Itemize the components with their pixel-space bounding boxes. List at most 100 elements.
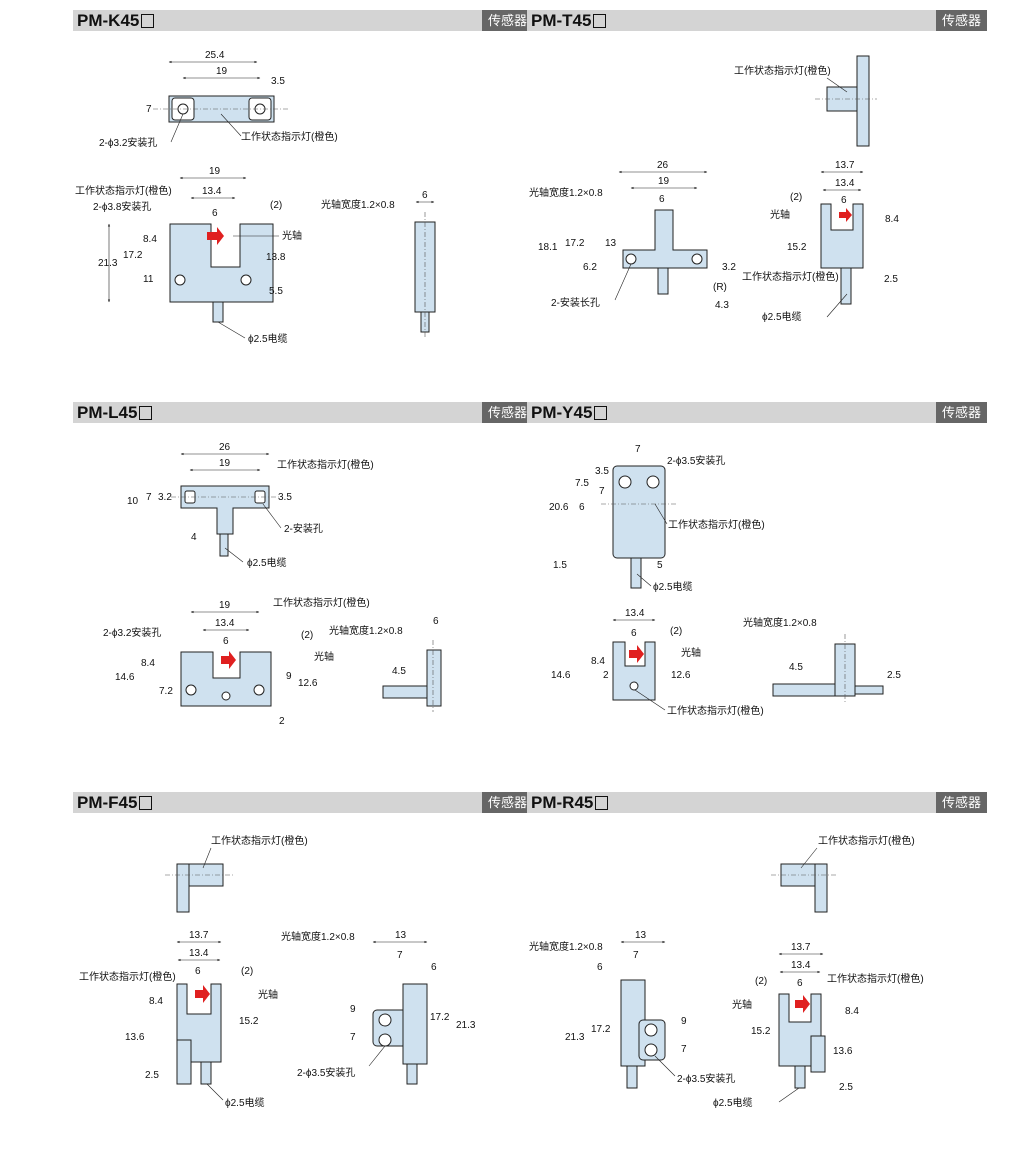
optical-axis-arrow [629,645,644,663]
dim-2-5: 2.5 [887,670,901,681]
dim-2: 2 [603,670,609,681]
dim-15-2: 15.2 [751,1026,771,1037]
model-title: PM-K45 [77,10,155,31]
dim-19: 19 [658,176,670,187]
dim-2: (2) [270,200,282,211]
label-optical-axis: 光轴 [314,650,334,663]
dim-4-5: 4.5 [789,662,803,673]
panel-header: PM-Y45 传感器 [527,402,987,423]
dim-13-7: 13.7 [835,160,855,171]
front-view: 19 13.4 6 (2) 工作状态指示灯(橙色) 2-ϕ3.8安装孔 光轴 2… [75,166,302,345]
dim-26: 26 [219,442,231,453]
optical-axis-arrow [795,995,810,1013]
front-view: 19 13.4 6 工作状态指示灯(橙色) 2-ϕ3.2安装孔 (2) 光轴 1… [103,596,370,727]
side-view: 13.7 13.4 6 (2) 工作状态指示灯(橙色) 光轴 8.4 15.2 … [713,942,924,1109]
dim-6-2: 6.2 [583,262,597,273]
diagram-pm-l45: 26 19 工作状态指示灯(橙色) 10 7 3.2 3.5 2-安装孔 4 ϕ… [103,442,442,727]
dim-9: 9 [681,1016,687,1027]
dim-6: 6 [223,636,229,647]
label-holes: 2-ϕ3.5安装孔 [667,454,725,467]
label-beam-width: 光轴宽度1.2×0.8 [743,616,817,629]
dim-2-5: 2.5 [884,274,898,285]
side-view: 13.7 13.4 6 (2) 光轴 8.4 15.2 工作状态指示灯(橙色) … [742,160,899,323]
label-led: 工作状态指示灯(橙色) [734,64,831,77]
dim-13-4: 13.4 [835,178,855,189]
label-led: 工作状态指示灯(橙色) [75,184,172,197]
dim-21-3: 21.3 [565,1032,585,1043]
dim-7: 7 [397,950,403,961]
dim-3-5: 3.5 [271,76,285,87]
dim-7: 7 [633,950,639,961]
label-led: 工作状态指示灯(橙色) [818,834,915,847]
dim-13-4: 13.4 [202,186,222,197]
dim-13: 13 [605,238,617,249]
dim-4-5: 4.5 [392,666,406,677]
top-view: 25.4 19 3.5 7 2-ϕ3.2安装孔 工作状态指示灯(橙色) [99,50,338,149]
dim-21-3: 21.3 [456,1020,476,1031]
dim-3-5: 3.5 [595,466,609,477]
dim-19: 19 [216,66,228,77]
dim-13-7: 13.7 [189,930,209,941]
model-title: PM-L45 [77,402,153,423]
category-badge: 传感器 [481,402,533,423]
dim-3-2: 3.2 [158,492,172,503]
dim-21-3: 21.3 [98,258,118,269]
dim-19: 19 [219,600,231,611]
label-led: 工作状态指示灯(橙色) [79,970,176,983]
panel-header: PM-L45 传感器 [73,402,533,423]
dim-3-5: 3.5 [278,492,292,503]
dim-12-6: 12.6 [671,670,691,681]
label-radius: (R) [713,282,727,293]
dim-2: (2) [790,192,802,203]
panel-pm-t45: PM-T45 传感器 工作状态指示灯(橙色) 26 19 6 光轴宽度1.2×0… [527,10,987,382]
dim-15-2: 15.2 [787,242,807,253]
dim-1-5: 1.5 [553,560,567,571]
dim-6: 6 [195,966,201,977]
label-holes: 2-ϕ3.2安装孔 [103,626,161,639]
front-view: 26 19 6 光轴宽度1.2×0.8 18.1 17.2 13 6.2 3.2… [529,160,736,311]
dim-6: 6 [422,190,428,201]
dim-6: 6 [659,194,665,205]
dim-13-6: 13.6 [125,1032,145,1043]
dim-17-2: 17.2 [565,238,585,249]
category-badge: 传感器 [935,402,987,423]
label-optical-axis: 光轴 [282,229,302,242]
panel-header: PM-R45 传感器 [527,792,987,813]
dim-8-4: 8.4 [143,234,157,245]
dim-6: 6 [579,502,585,513]
label-holes: 2-ϕ3.5安装孔 [297,1066,355,1079]
model-title: PM-R45 [531,792,609,813]
optical-axis-arrow [195,985,210,1003]
diagram-pm-y45: 7 2-ϕ3.5安装孔 3.5 7.5 7 20.6 6 工作状态指示灯(橙色)… [549,444,901,717]
model-title: PM-F45 [77,792,153,813]
top-view: 工作状态指示灯(橙色) [165,834,308,913]
dim-18-1: 18.1 [538,242,558,253]
side-view: 光轴宽度1.2×0.8 4.5 2.5 [743,616,901,704]
model-title: PM-Y45 [531,402,608,423]
label-led: 工作状态指示灯(橙色) [273,596,370,609]
front-view: 13.7 13.4 6 (2) 工作状态指示灯(橙色) 光轴 8.4 15.2 … [79,930,278,1109]
dim-2: (2) [755,976,767,987]
dim-13-4: 13.4 [215,618,235,629]
dim-15-2: 15.2 [239,1016,259,1027]
dim-6: 6 [631,628,637,639]
dim-8-4: 8.4 [591,656,605,667]
label-cable: ϕ2.5电缆 [713,1096,753,1109]
top-view: 工作状态指示灯(橙色) [771,834,915,913]
label-led: 工作状态指示灯(橙色) [667,704,764,717]
optical-axis-arrow [839,208,852,222]
panel-header: PM-T45 传感器 [527,10,987,31]
dim-10: 10 [127,496,139,507]
dim-11: 11 [143,274,154,285]
panel-pm-l45: PM-L45 传感器 26 19 工作状态指示灯(橙色) 10 7 3.2 3.… [73,402,533,774]
dim-7: 7 [681,1044,687,1055]
dim-14-6: 14.6 [115,672,135,683]
dim-19: 19 [209,166,221,177]
dim-9: 9 [350,1004,356,1015]
dim-6: 6 [597,962,603,973]
label-holes: 2-安装孔 [284,522,323,535]
dim-6: 6 [797,978,803,989]
label-led: 工作状态指示灯(橙色) [668,518,765,531]
label-slots: 2-安装长孔 [551,296,600,309]
dim-2: (2) [241,966,253,977]
